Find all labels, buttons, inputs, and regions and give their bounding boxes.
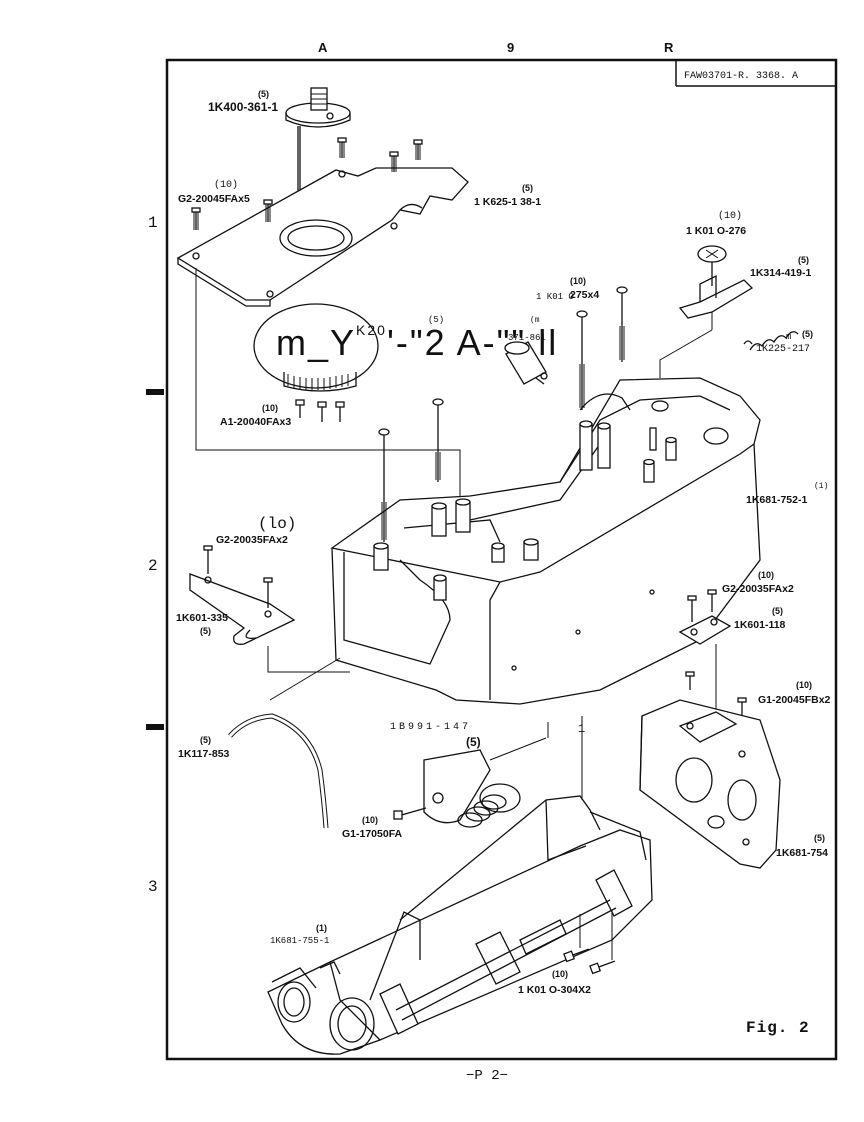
part-qty: (1) [316,923,327,933]
part-number: 275x4 [570,289,600,301]
grid-row-2: 2 [148,557,158,575]
end-cap-part [639,671,781,869]
part-number: G2-20035FAx2 [216,534,288,546]
part-number: 1K117-853 [178,748,230,760]
part-qty: (10) [796,680,813,690]
part-qty: (5) [466,735,481,749]
part-qty: (10) [362,815,379,825]
small-plate-left [189,545,350,673]
part-number: G1-20045FBx2 [758,694,831,706]
part-number: 1K601-118 [734,619,786,631]
part-number: 371-861 [508,333,546,343]
part-qty: (5) [798,255,809,265]
mechanism-part [393,722,549,828]
part-number: 1K681-754 [776,847,828,859]
part-qty: (1) [814,482,829,491]
wire-part [228,657,341,829]
knob-part [285,87,351,232]
part-qty: (5) [772,606,783,616]
part-qty: (5) [200,735,211,745]
part-qty: (10) [570,276,587,286]
part-number: G1-17050FA [342,828,403,840]
dial-wheel [253,303,379,422]
main-housing [330,286,761,705]
screws-top [191,137,423,230]
roller-part [504,341,548,385]
part-number: 1 K625-1 38-1 [474,196,542,208]
part-qty: (5) [522,183,533,193]
lower-frame-part [267,716,653,1055]
figure-label: Fig. 2 [746,1019,810,1037]
leader-line [195,268,461,496]
part-qty: (10) [718,211,743,222]
part-qty: (5) [802,329,813,339]
part-number: 1B991-147 [390,722,472,733]
part-number: G2-20045FAx5 [178,193,250,205]
part-number: 1K225-217 [756,344,811,355]
ocr-overlay-text: m_YK20'-"2 A-"" ll [276,322,559,363]
part-number: 1K314-419-1 [750,267,812,279]
part-qty: (5) [814,833,825,843]
part-number: 1K601-335 [176,612,228,624]
grid-row-1: 1 [148,214,158,232]
grid-col-r: R [664,40,674,55]
grid-col-a: A [318,40,328,55]
part-prefix: (m [530,316,540,325]
ocr-fragment: m [786,332,792,342]
top-plate [176,167,469,307]
bracket-part [659,245,754,378]
registration-mark [146,389,164,395]
part-qty: (5) [258,89,269,99]
part-number: 1 K01 O-276 [686,225,747,237]
grid-col-9: 9 [507,40,515,55]
part-qty: (lo) [258,515,297,533]
part-qty: (10) [262,403,279,413]
part-qty: (5) [428,315,445,325]
frame-border [165,58,838,1061]
registration-mark [146,724,164,730]
part-number: 1K681-755-1 [270,936,330,946]
document-code: FAW03701-R. 3368. A [684,71,799,82]
part-qty: (5) [200,626,211,636]
part-qty: (10) [214,180,239,191]
grid-row-3: 3 [148,878,158,896]
part-number: 1K681-752-1 [746,494,808,506]
part-qty: (10) [758,570,775,580]
part-qty: (10) [552,969,569,979]
ocr-fragment: 1 [578,722,586,736]
part-number: A1-20040FAx3 [220,416,292,428]
spring-part [743,331,799,351]
small-plate-right [678,589,732,712]
part-number: 1 K01 O-304X2 [518,984,591,996]
part-number: G2-20035FAx2 [722,583,794,595]
part-number: 1K400-361-1 [208,100,279,114]
page-number: −P 2− [466,1068,509,1084]
part-prefix: 1 K01 O [536,292,574,302]
